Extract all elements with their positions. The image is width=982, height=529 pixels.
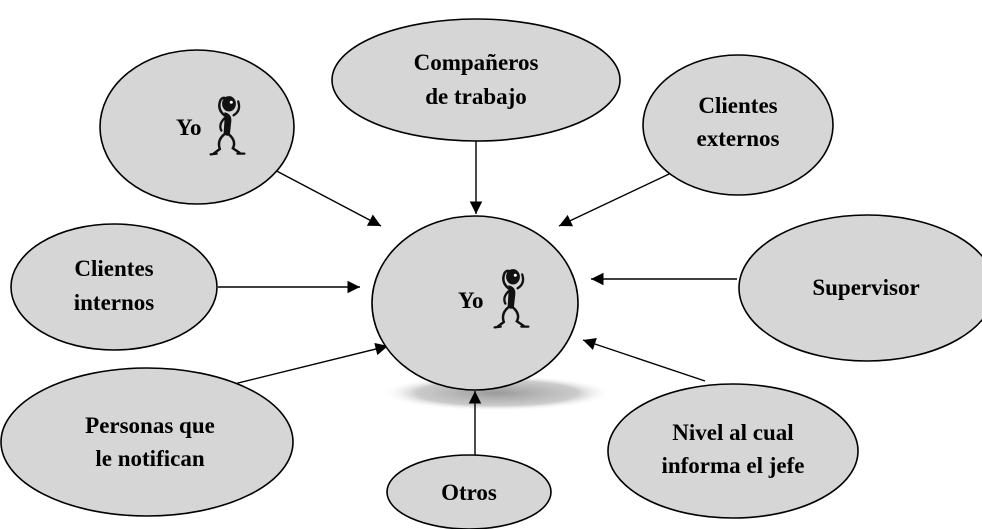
node-coworkers-line2: de trabajo [425,84,527,109]
node-center: Yo [371,215,579,391]
node-supervisor: Supervisor [738,214,982,362]
node-boss-level-line2: informa el jefe [661,453,804,478]
node-yo: Yo [99,49,295,205]
node-external-clients-line1: Clientes [698,93,777,118]
node-others-shape [386,454,552,529]
node-center-label: Yo [458,288,484,313]
node-internal-clients-line2: internos [74,290,155,315]
node-notifiers-shape [0,367,294,517]
node-supervisor-line1: Supervisor [812,275,919,300]
node-internal-clients-shape [10,223,218,351]
node-notifiers-line1: Personas que [85,413,215,438]
node-notifiers: Personas que le notifican [0,367,294,517]
node-center-shape [371,215,579,391]
node-external-clients-line2: externos [696,126,779,151]
node-others: Otros [386,454,552,529]
arrow-boss-level-to-center [582,338,706,382]
node-boss-level-line1: Nivel al cual [672,420,793,445]
node-coworkers-shape [331,18,621,142]
node-boss-level: Nivel al cual informa el jefe [607,383,859,519]
node-notifiers-line2: le notifican [95,446,204,471]
node-internal-clients-line1: Clientes [74,256,153,281]
arrow-external-clients-to-center [558,165,687,227]
node-yo-shape [99,49,295,205]
node-yo-label: Yo [176,115,202,140]
node-external-clients: Clientes externos [642,54,834,196]
node-coworkers: Compañeros de trabajo [331,18,621,142]
node-others-line1: Otros [441,480,497,505]
node-boss-level-shape [607,383,859,519]
arrow-notifiers-to-center [233,342,389,385]
node-coworkers-line1: Compañeros [414,50,539,75]
node-supervisor-shape [738,214,982,362]
node-internal-clients: Clientes internos [10,223,218,351]
arrow-yo-to-center [268,166,382,227]
node-external-clients-shape [642,54,834,196]
